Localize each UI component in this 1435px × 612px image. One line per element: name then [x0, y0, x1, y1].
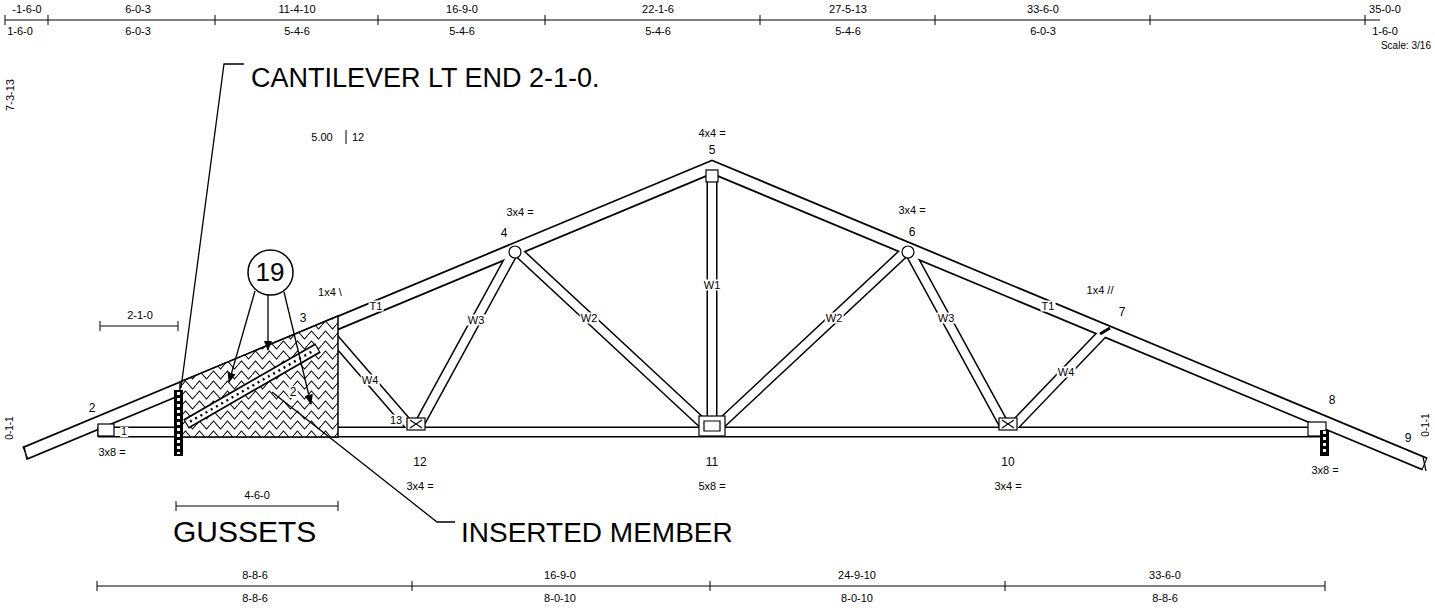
member-name: W4 [1057, 367, 1076, 378]
height-dimension: 7-3-13 [5, 78, 16, 112]
plate-size: 3x4 = [505, 207, 534, 218]
gusset-dimension: 4-6-0 [243, 490, 271, 501]
member-name: T1 [1041, 301, 1056, 312]
dimension: 8-0-10 [543, 593, 577, 604]
dimension: 33-6-0 [1026, 4, 1060, 15]
dimension: 5-4-6 [644, 26, 672, 37]
joint-number: 11 [705, 456, 719, 468]
callout-number: 19 [256, 259, 285, 285]
joint-number: 1 [120, 427, 128, 437]
dimension: 24-9-10 [837, 570, 877, 581]
plate-size: 3x4 = [405, 481, 434, 492]
dimension: 8-8-6 [241, 570, 269, 581]
member-name: W3 [467, 315, 486, 326]
plate-size: 3x8 = [97, 447, 126, 458]
joint-number: 7 [1118, 306, 1127, 318]
member-name: W4 [361, 375, 380, 386]
dimension: 5-4-6 [448, 26, 476, 37]
pitch-rise: 5.00 [310, 132, 333, 143]
joint-number: 2 [88, 402, 97, 414]
dimension: 27-5-13 [828, 4, 868, 15]
dimension: 6-0-3 [1029, 26, 1057, 37]
joint-number: 5 [708, 144, 717, 156]
pitch-run: 12 [351, 132, 365, 143]
member-name: W1 [703, 280, 722, 291]
gusset-number: 2 [289, 386, 298, 398]
joint-number: 13 [389, 415, 403, 426]
joint-number: 9 [1404, 432, 1413, 444]
joint-number: 12 [412, 456, 427, 468]
dimension: 1-6-0 [6, 26, 34, 37]
dimension: 8-8-6 [241, 593, 269, 604]
dimension: -1-6-0 [11, 4, 42, 15]
plate-size: 3x4 = [897, 205, 926, 216]
heel-dimension: 0-1-1 [1421, 412, 1431, 437]
joint-number: 4 [500, 227, 509, 239]
dimension: 22-1-6 [641, 4, 675, 15]
joint-number: 3 [299, 312, 308, 324]
callout-circle: 19 [247, 249, 294, 296]
dimension: 16-9-0 [445, 4, 479, 15]
plate-size: 1x4 \ [317, 287, 343, 298]
member-name: W2 [825, 313, 844, 324]
dimension: 1-6-0 [1371, 26, 1399, 37]
dimension: 8-0-10 [840, 593, 874, 604]
scale-note: Scale: 3/16 [1380, 41, 1432, 51]
dimension: 35-0-0 [1368, 4, 1402, 15]
gusset-note: GUSSETS [172, 517, 317, 547]
dimension: 6-0-3 [124, 4, 152, 15]
dimension: 5-4-6 [834, 26, 862, 37]
plate-size: 1x4 // [1086, 285, 1115, 296]
dimension: 16-9-0 [543, 570, 577, 581]
joint-number: 8 [1328, 394, 1337, 406]
cantilever-note: CANTILEVER LT END 2-1-0. [250, 65, 601, 92]
member-name: T1 [369, 301, 384, 312]
joint-number: 6 [908, 226, 917, 238]
member-name: W3 [937, 313, 956, 324]
dimension: 33-6-0 [1148, 570, 1182, 581]
member-name: W2 [580, 313, 599, 324]
plate-size: 4x4 = [697, 128, 726, 139]
joint-number: 10 [1000, 456, 1015, 468]
dimension: 11-4-10 [277, 4, 316, 15]
dimension: 5-4-6 [283, 26, 311, 37]
dimension: 8-8-6 [1151, 593, 1179, 604]
heel-dimension: 0-1-1 [5, 415, 15, 440]
cantilever-dimension: 2-1-0 [126, 310, 154, 321]
plate-size: 3x8 = [1310, 465, 1339, 476]
plate-size: 5x8 = [697, 481, 726, 492]
dimension: 6-0-3 [124, 26, 152, 37]
plate-size: 3x4 = [993, 481, 1022, 492]
inserted-member-note: INSERTED MEMBER [460, 519, 734, 547]
